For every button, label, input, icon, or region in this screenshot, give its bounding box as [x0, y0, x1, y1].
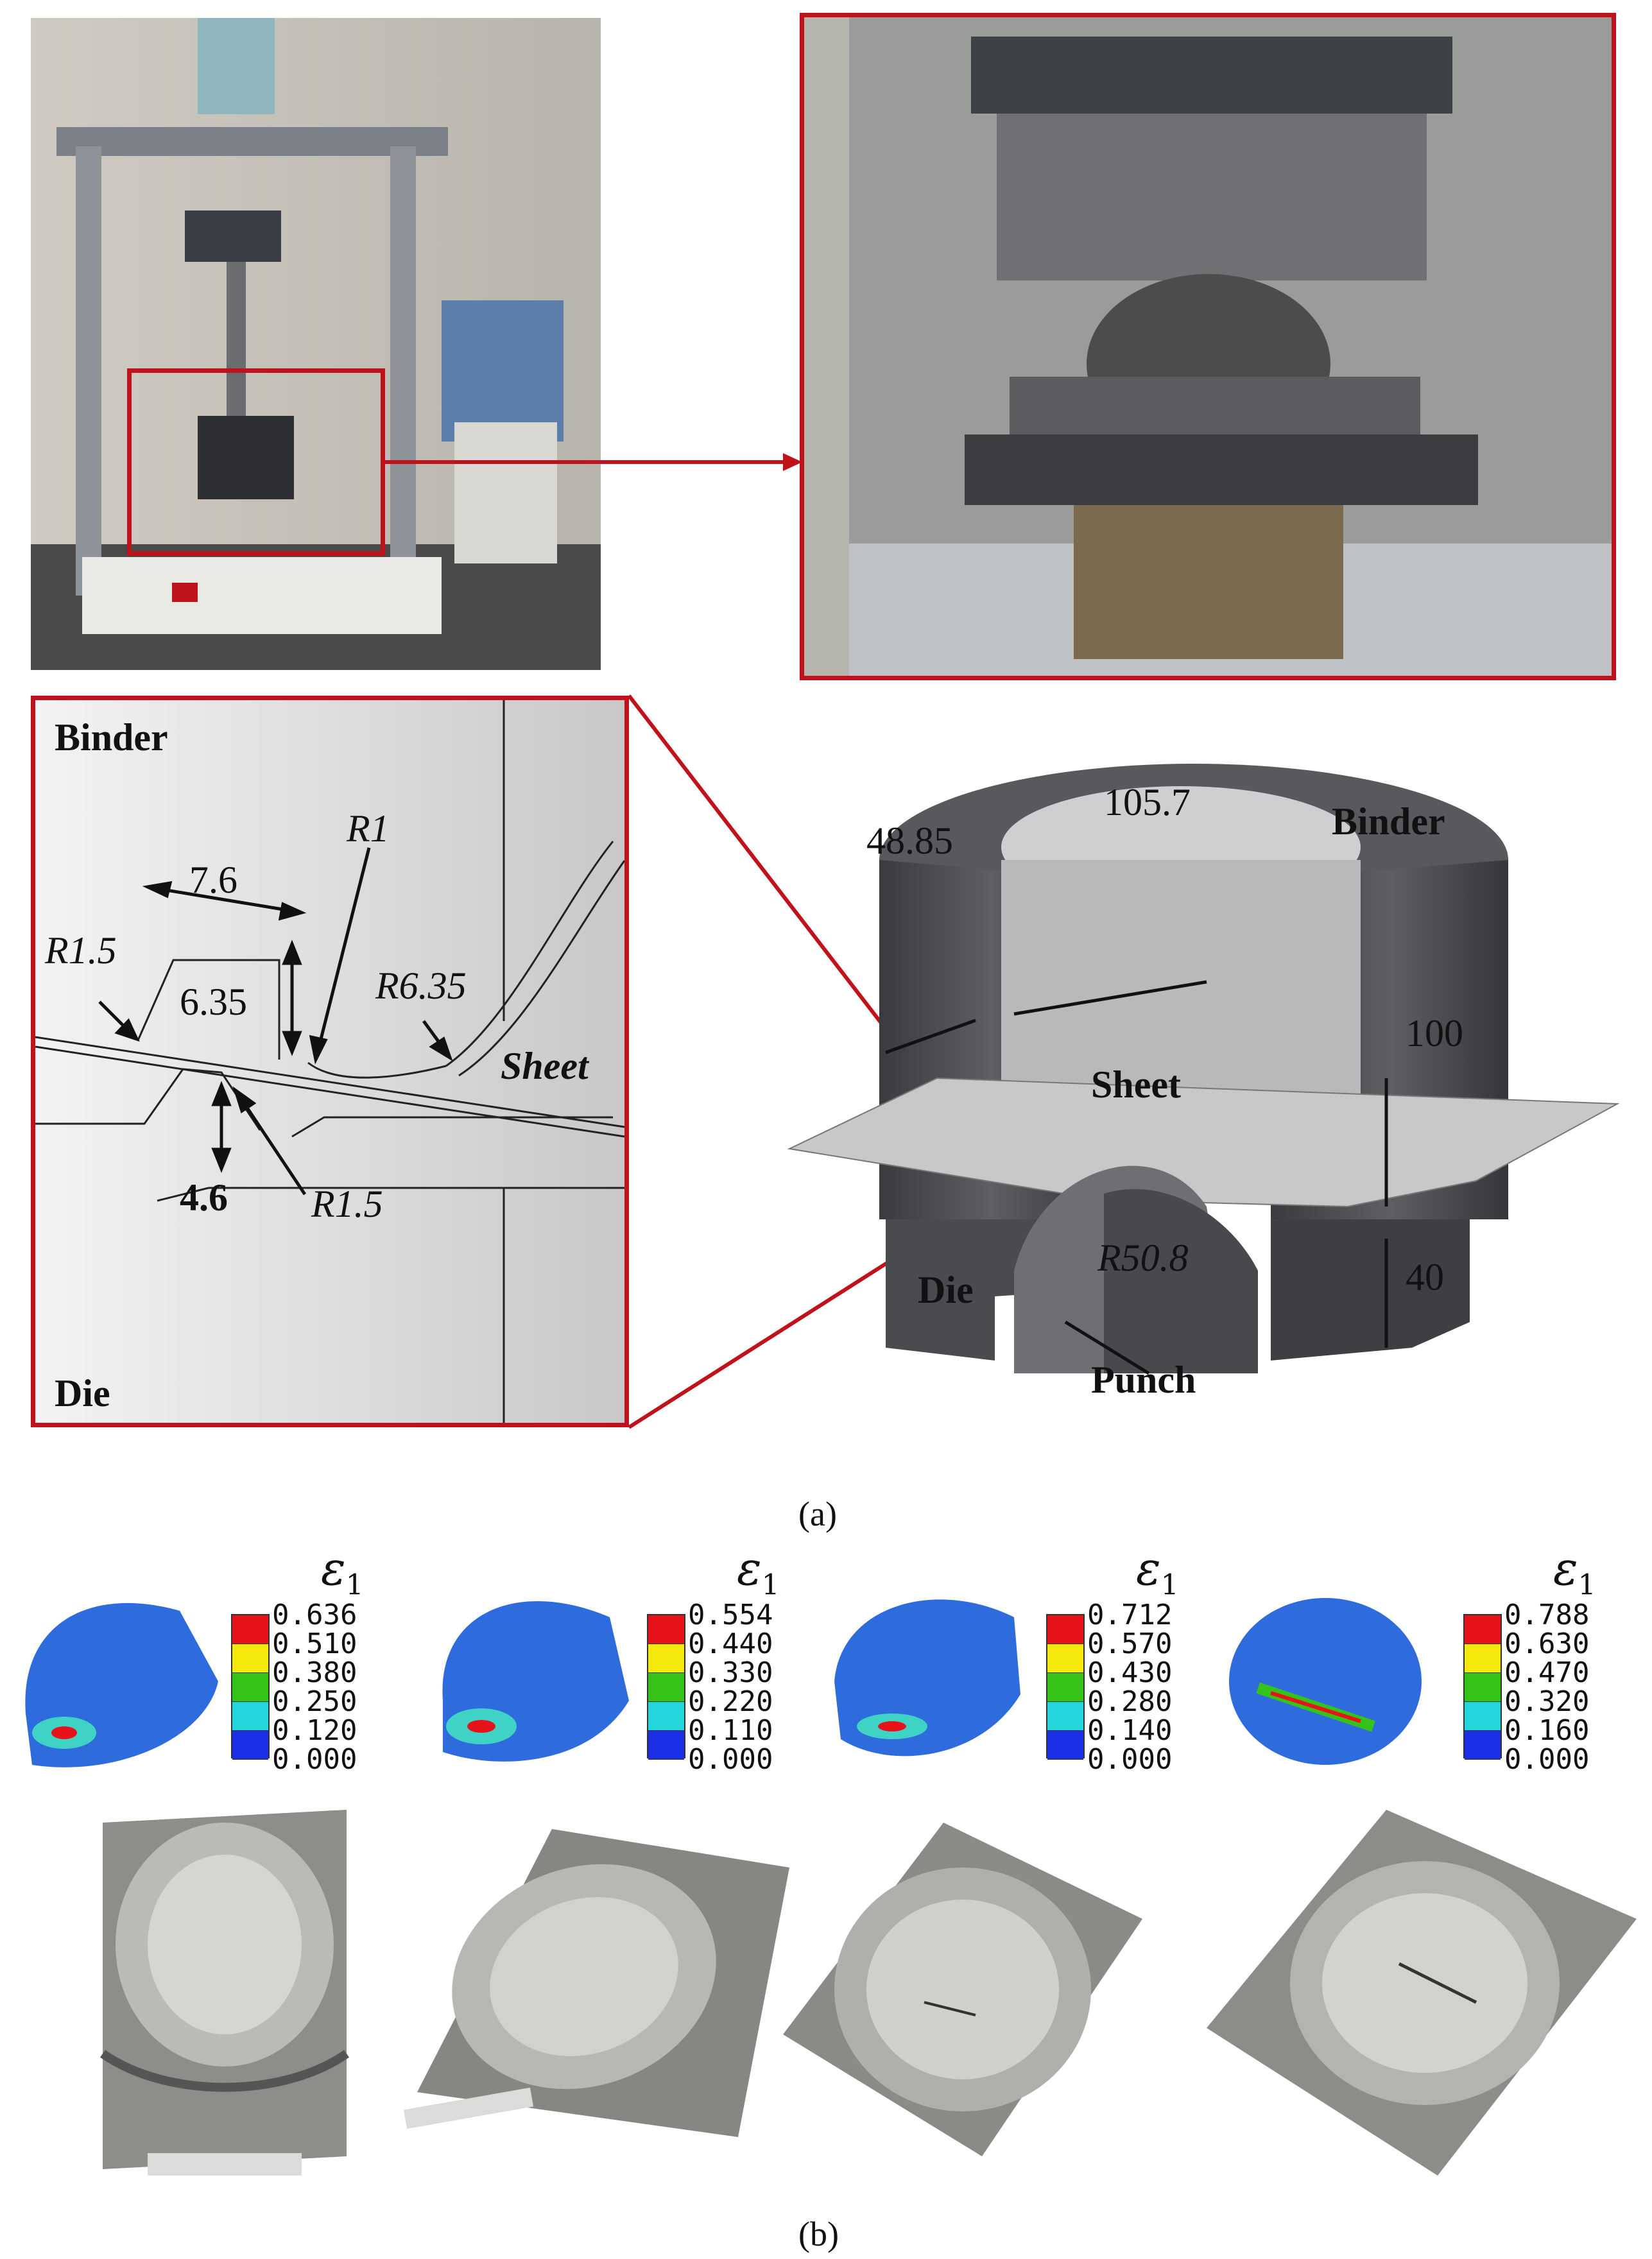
- caption-a: (a): [798, 1495, 837, 1533]
- tooling-3d-model: Binder Sheet Die Punch 48.85 105.7 100 4…: [706, 757, 1643, 1431]
- detail-dim-7-6: 7.6: [189, 859, 237, 901]
- strain-legend-1: ε1 0.636 0.510 0.380 0.250 0.120 0.000: [231, 1542, 398, 1774]
- strain-contour-3: [822, 1579, 1033, 1771]
- tool-dim-100: 100: [1406, 1012, 1463, 1054]
- detail-r1-5-top-label: R1.5: [45, 929, 117, 972]
- legend-1-title: ε1: [321, 1542, 364, 1602]
- tool-punch-label: Punch: [1091, 1359, 1196, 1401]
- strain-contour-4: [1219, 1585, 1431, 1778]
- specimen-photo-3: [757, 1810, 1155, 2169]
- strain-legend-2: ε1 0.554 0.440 0.330 0.220 0.110 0.000: [647, 1542, 814, 1774]
- detail-dim-6-35: 6.35: [180, 981, 247, 1023]
- detail-r6-35-label: R6.35: [375, 965, 467, 1007]
- legend-3-tick: 0.280: [1087, 1685, 1173, 1718]
- legend-1-tick: 0.380: [272, 1656, 357, 1689]
- legend-2-tick: 0.554: [688, 1599, 773, 1631]
- tool-dim-105-7: 105.7: [1104, 781, 1191, 823]
- legend-3-title: ε1: [1136, 1542, 1179, 1602]
- legend-1-colorbar: [231, 1614, 270, 1760]
- tool-binder-label: Binder: [1332, 800, 1445, 843]
- strain-contour-2: [424, 1579, 635, 1778]
- highlight-box-press: [127, 368, 385, 556]
- tool-dim-48-85: 48.85: [866, 820, 953, 862]
- legend-4-tick: 0.160: [1504, 1714, 1590, 1747]
- legend-1-tick: 0.000: [272, 1743, 357, 1776]
- legend-3-tick: 0.712: [1087, 1599, 1173, 1631]
- legend-2-colorbar: [647, 1614, 685, 1760]
- legend-4-tick: 0.788: [1504, 1599, 1590, 1631]
- tool-die-label: Die: [918, 1269, 974, 1311]
- legend-2-title: ε1: [737, 1542, 780, 1602]
- legend-4-colorbar: [1463, 1614, 1502, 1760]
- legend-2-tick: 0.440: [688, 1628, 773, 1660]
- legend-1-tick: 0.120: [272, 1714, 357, 1747]
- legend-3-colorbar: [1046, 1614, 1085, 1760]
- specimen-photo-4: [1181, 1797, 1643, 2182]
- detail-die-label: Die: [55, 1372, 110, 1414]
- legend-1-tick: 0.510: [272, 1628, 357, 1660]
- detail-r1-label: R1: [347, 807, 390, 850]
- specimen-photo-2: [379, 1816, 789, 2150]
- tool-dim-40: 40: [1406, 1256, 1444, 1298]
- detail-dim-4-6: 4.6: [180, 1176, 228, 1219]
- legend-4-tick: 0.470: [1504, 1656, 1590, 1689]
- legend-4-tick: 0.000: [1504, 1743, 1590, 1776]
- legend-2-tick: 0.220: [688, 1685, 773, 1718]
- die-closeup-photo: [800, 13, 1616, 680]
- legend-3-tick: 0.140: [1087, 1714, 1173, 1747]
- strain-legend-3: ε1 0.712 0.570 0.430 0.280 0.140 0.000: [1046, 1542, 1213, 1774]
- legend-1-tick: 0.636: [272, 1599, 357, 1631]
- caption-b: (b): [798, 2215, 839, 2253]
- detail-view-panel: Binder Die Sheet R1 R1.5 R1.5 R6.35 7.6 …: [31, 696, 629, 1427]
- legend-4-title: ε1: [1553, 1542, 1596, 1602]
- zoom-arrow: [385, 449, 802, 478]
- legend-4-tick: 0.630: [1504, 1628, 1590, 1660]
- detail-sheet-label: Sheet: [501, 1045, 589, 1087]
- legend-3-tick: 0.430: [1087, 1656, 1173, 1689]
- legend-3-tick: 0.000: [1087, 1743, 1173, 1776]
- tool-r50-8-label: R50.8: [1097, 1237, 1189, 1279]
- legend-2-tick: 0.330: [688, 1656, 773, 1689]
- legend-1-tick: 0.250: [272, 1685, 357, 1718]
- detail-r1-5-bottom-label: R1.5: [311, 1183, 383, 1225]
- detail-binder-label: Binder: [55, 716, 168, 759]
- legend-3-tick: 0.570: [1087, 1628, 1173, 1660]
- legend-2-tick: 0.000: [688, 1743, 773, 1776]
- legend-2-tick: 0.110: [688, 1714, 773, 1747]
- specimen-photo-1: [90, 1797, 359, 2182]
- strain-legend-4: ε1 0.788 0.630 0.470 0.320 0.160 0.000: [1463, 1542, 1630, 1774]
- press-machine-photo: [31, 18, 601, 670]
- strain-contour-1: [13, 1585, 225, 1778]
- legend-4-tick: 0.320: [1504, 1685, 1590, 1718]
- tool-sheet-label: Sheet: [1091, 1063, 1181, 1106]
